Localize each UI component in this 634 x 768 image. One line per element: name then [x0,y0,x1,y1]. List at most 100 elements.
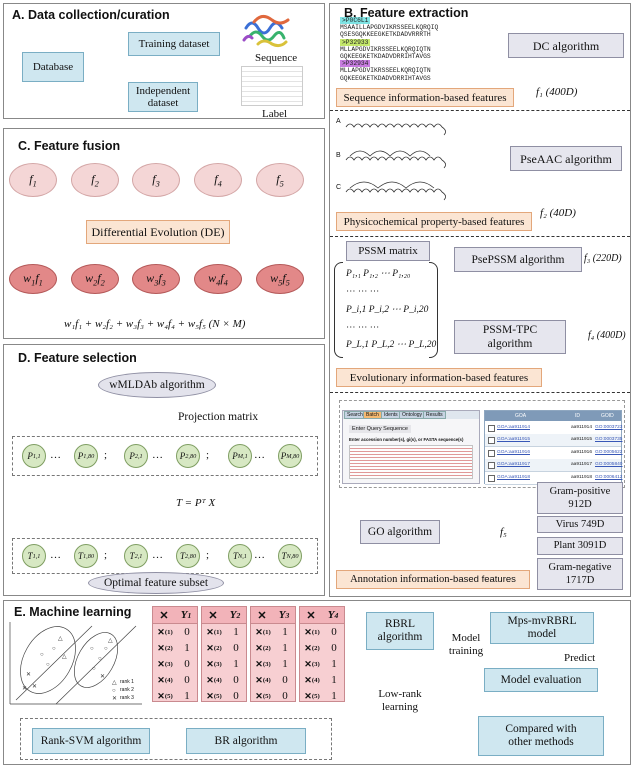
matrix-row-label: ✕(1) [206,626,222,637]
go-cell-goa[interactable]: GOA:aa911914 [497,425,530,430]
matrix-row-label: ✕(5) [157,690,173,701]
annotation-features-box: Annotation information-based features [336,570,530,589]
go-cell-id: aa911915 [571,437,592,443]
dc-feature: f₁ (400D) [536,86,578,98]
weighted-feature-3: w3f3 [132,264,180,294]
panel-b-title: B. Feature extraction [344,6,469,20]
rbrl-algorithm-box: RBRL algorithm [366,612,434,650]
go-cell-goa[interactable]: GOA:aa911916 [497,449,530,455]
go-cell-goa[interactable]: GOA:aa911915 [497,437,530,443]
matrix-x-header: ✕ [208,609,218,622]
separator-mark: ; [206,449,210,461]
go-col-goid: GOID [601,413,614,419]
matrix-row-label: ✕(2) [304,642,320,653]
go-tab-batch[interactable]: Batch [363,411,382,419]
feature-input-f1: f1 [9,163,57,197]
go-row-checkbox[interactable] [488,449,495,457]
go-query-panel: Search Batch Idents Ontology Results Ent… [342,410,480,484]
separator-mark: ; [104,449,108,461]
seq-id: >P32934 [340,60,371,68]
feature-input-f2: f2 [71,163,119,197]
go-cell-id: aa911917 [571,462,592,468]
go-cell-goa[interactable]: GOA:aa911917 [497,462,530,468]
scatter-legend-2: rank 2 [120,687,134,693]
label-matrix-header [202,607,246,624]
label-matrix-header [153,607,197,624]
go-col-goa: GOA [515,413,527,419]
go-cell-goid[interactable]: GO:0006412 [595,474,623,480]
matrix-x-header: ✕ [159,609,169,622]
projection-matrix-label: Projection matrix [178,411,259,423]
go-cell-goid[interactable]: GO:0003723 [595,425,623,430]
helix-label-c: C [336,184,342,191]
pssm-row: P_i,1 P_i,2 ⋯ P_i,20 [346,305,429,315]
matrix-row-label: ✕(5) [255,690,271,701]
helix-label-b: B [336,152,341,159]
feature-input-label: f3 [152,171,160,189]
matrix-value: 0 [331,642,337,654]
seq-line: QSESGQKKEEGKETKDADVRRRTH [340,31,431,39]
seq-line: GQKEEGKETKDADVDRRIHTAVGS [340,74,431,82]
feature-input-label: f1 [29,171,37,189]
feature-input-label: f2 [91,171,99,189]
label-text: Label [262,108,288,120]
go-tab-ontology[interactable]: Ontology [399,411,426,419]
panel-e-title: E. Machine learning [14,605,132,619]
go-row-checkbox[interactable] [488,425,495,432]
label-table-icon [241,66,303,106]
pssm-matrix: P₁,₁ P₁,₂ ⋯ P₁,₂₀ ⋯ ⋯ ⋯ P_i,1 P_i,2 ⋯ P_… [334,262,438,358]
feature-input-f3: f3 [132,163,180,197]
matrix-row-label: ✕(4) [157,674,173,685]
matrix-value: 0 [184,626,190,638]
ellipsis: … [50,549,61,561]
go-row-checkbox[interactable] [488,437,495,445]
wmldab-label: wMLDAb algorithm [109,379,205,391]
seq-line: GQKEEGKETKDADVDRRIHTAVGS [340,53,431,61]
go-cell-id: aa911916 [571,449,592,455]
go-tab-idents[interactable]: Idents [381,411,401,419]
seq-line: MLLAPGDVIKRSSEELKQRQIQTN [340,67,431,75]
weighted-feature-2: w2f2 [71,264,119,294]
br-algorithm-box: BR algorithm [186,728,306,754]
go-row-checkbox[interactable] [488,462,495,470]
matrix-row-label: ✕(2) [255,642,271,653]
matrix-row-label: ✕(3) [304,658,320,669]
go-tab-results[interactable]: Results [423,411,446,419]
optimal-subset-node: Optimal feature subset [88,572,224,594]
matrix-x-header: ✕ [257,609,267,622]
baseline-algorithms-frame [20,718,332,760]
go-cell-goid[interactable]: GO:0003735 [595,437,623,443]
helix-label-a: A [336,118,341,125]
feature-input-f5: f5 [256,163,304,197]
go-row-checkbox[interactable] [488,474,495,482]
go-cell-goid[interactable]: GO:0005840 [595,462,623,468]
mps-mvrbrl-box: Mps-mvRBRL model [490,612,594,644]
go-cell-goa[interactable]: GOA:aa911918 [497,474,530,480]
go-cell-goid[interactable]: GO:0005622 [595,449,623,455]
go-algorithm-box: GO algorithm [360,520,440,544]
fusion-formula: w₁f₁ + w₂f₂ + w₃f₃ + w₄f₄ + w₅f₅ (N × M) [64,318,246,330]
weighted-feature-label: w5f5 [270,270,290,288]
pssm-matrix-box: PSSM matrix [346,241,430,261]
matrix-row-label: ✕(1) [255,626,271,637]
species-gram-negative: Gram-negative 1717D [537,558,623,590]
matrix-value: 0 [184,658,190,670]
ellipsis: … [152,549,163,561]
matrix-value: 1 [331,674,337,686]
go-query-input[interactable] [349,445,473,479]
scatter-legend-1: rank 1 [120,679,134,685]
matrix-row-label: ✕(3) [206,658,222,669]
